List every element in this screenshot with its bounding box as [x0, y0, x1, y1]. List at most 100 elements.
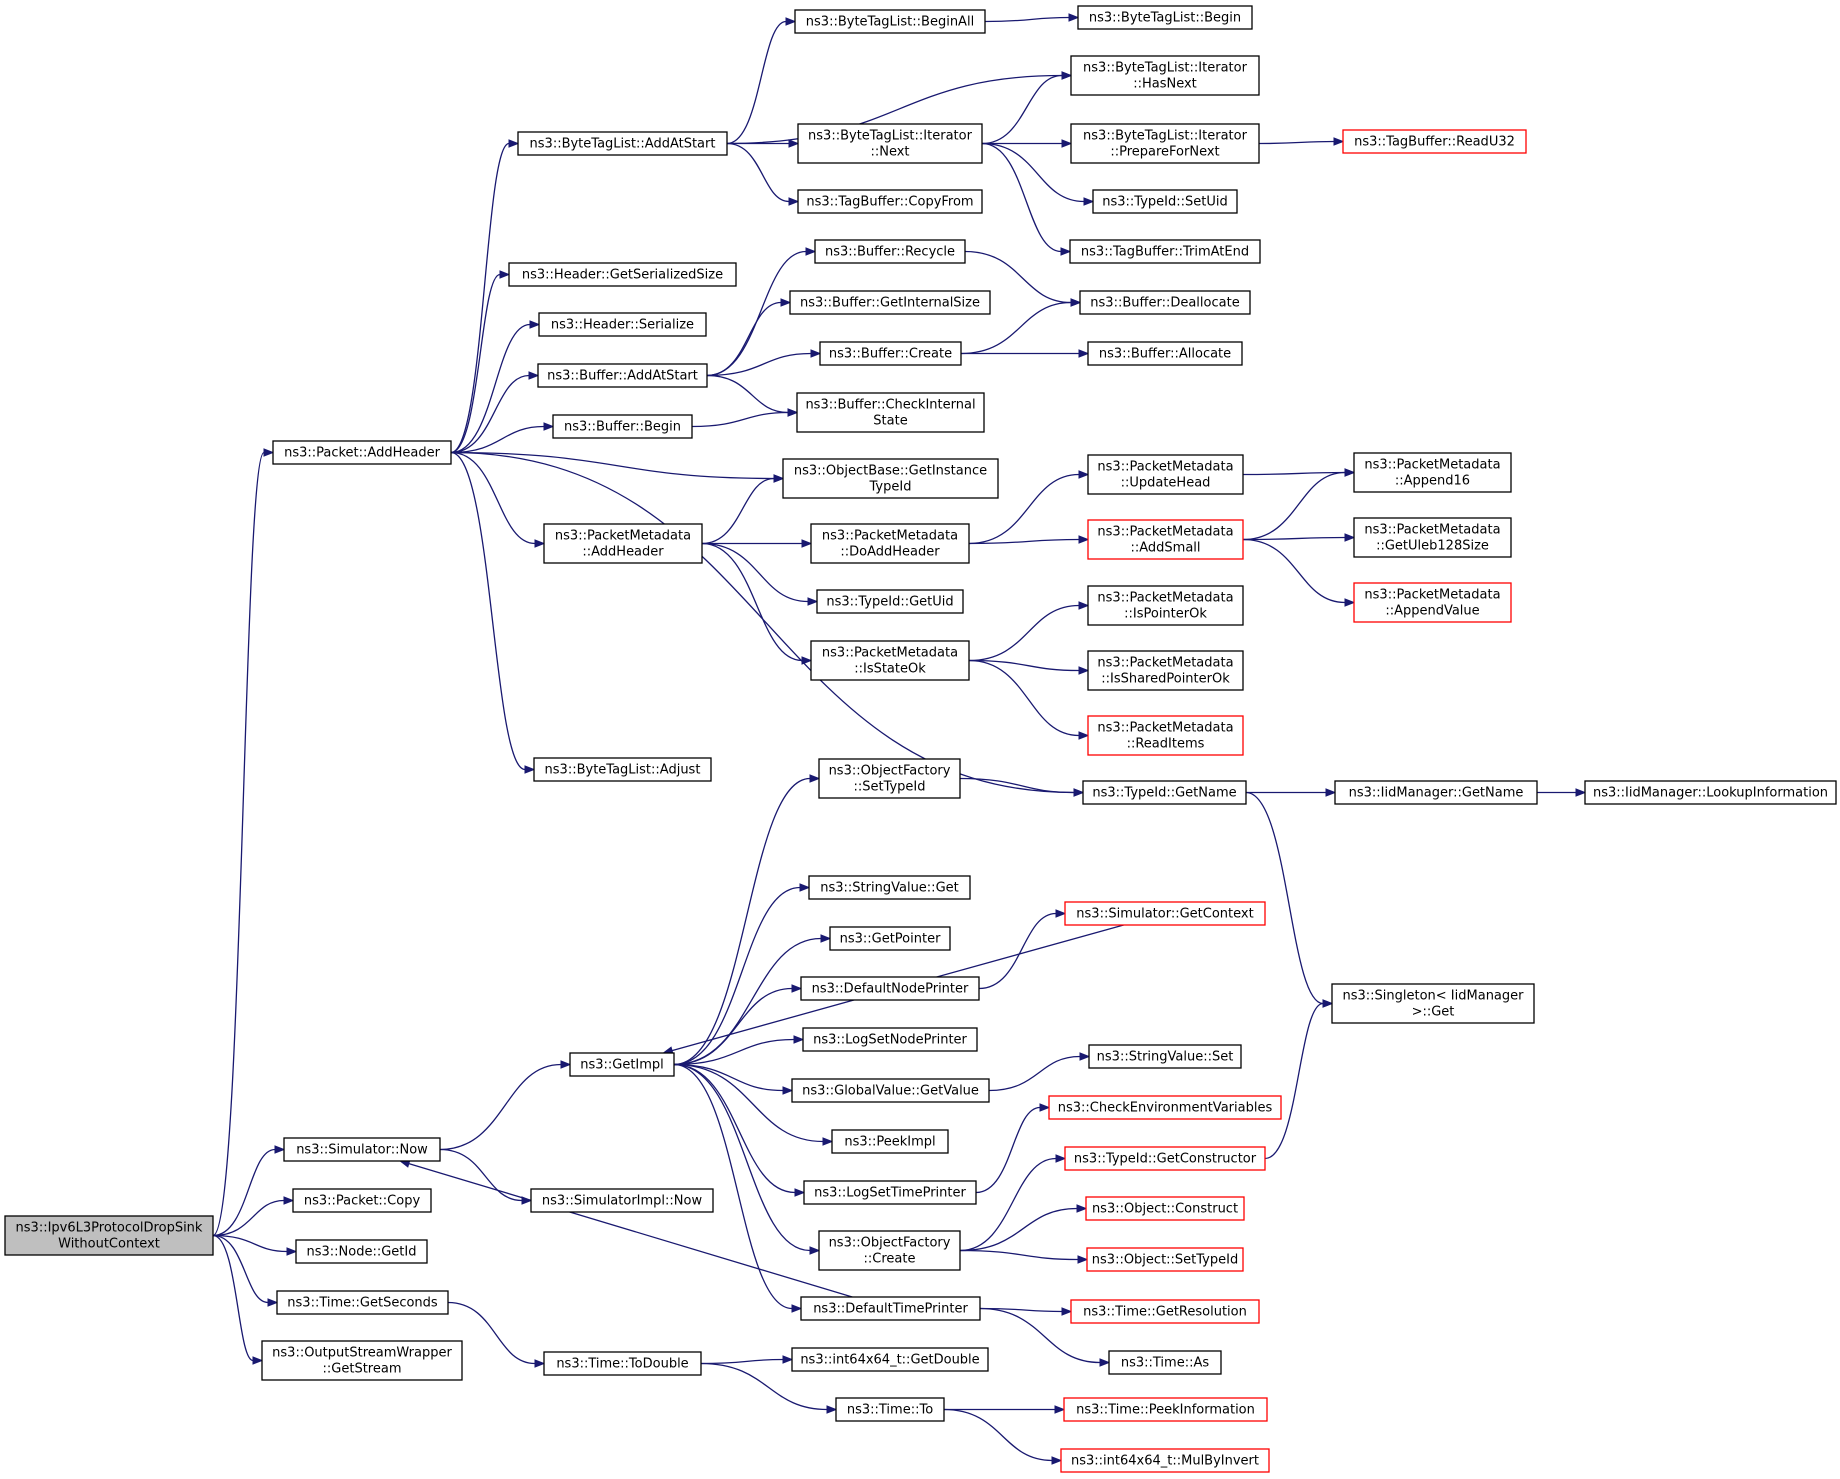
arrow-head-icon: [529, 320, 541, 329]
graph-node-time-getseconds[interactable]: ns3::Time::GetSeconds: [276, 1290, 449, 1315]
graph-node-getimpl[interactable]: ns3::GetImpl: [569, 1052, 675, 1077]
graph-node-logsettimeprinter[interactable]: ns3::LogSetTimePrinter: [803, 1180, 977, 1205]
node-box: [569, 1052, 675, 1077]
graph-node-time-to[interactable]: ns3::Time::To: [835, 1397, 945, 1422]
graph-node-typeid-getconstructor[interactable]: ns3::TypeId::GetConstructor: [1064, 1146, 1266, 1171]
call-edge: [447, 1301, 536, 1365]
arrow-head-icon: [534, 1359, 546, 1368]
graph-node-iidmanager-lookupinformation[interactable]: ns3::IidManager::LookupInformation: [1584, 780, 1837, 805]
graph-node-typeid-setuid[interactable]: ns3::TypeId::SetUid: [1092, 189, 1238, 214]
graph-node-int64-getdouble[interactable]: ns3::int64x64_t::GetDouble: [791, 1347, 989, 1372]
graph-node-pm-updatehead[interactable]: ns3::PacketMetadata::UpdateHead: [1087, 454, 1244, 495]
graph-node-simulator-getcontext[interactable]: ns3::Simulator::GetContext: [1064, 901, 1266, 926]
graph-node-checkenvvars[interactable]: ns3::CheckEnvironmentVariables: [1048, 1095, 1282, 1120]
graph-node-peekimpl[interactable]: ns3::PeekImpl: [831, 1129, 949, 1154]
graph-node-pm-readitems[interactable]: ns3::PacketMetadata::ReadItems: [1087, 715, 1244, 756]
arrow-head-icon: [801, 656, 813, 665]
node-label: ns3::Simulator::Now: [296, 1143, 428, 1158]
graph-node-time-todouble[interactable]: ns3::Time::ToDouble: [543, 1351, 702, 1376]
graph-node-btl-begin[interactable]: ns3::ByteTagList::Begin: [1077, 5, 1253, 30]
graph-node-btl-addatstart[interactable]: ns3::ByteTagList::AddAtStart: [517, 131, 728, 156]
graph-node-osw-getstream[interactable]: ns3::OutputStreamWrapper::GetStream: [261, 1340, 463, 1381]
graph-node-time-getresolution[interactable]: ns3::Time::GetResolution: [1070, 1299, 1260, 1324]
graph-node-stringvalue-get[interactable]: ns3::StringValue::Get: [808, 875, 971, 900]
graph-node-defaulttimeprinter[interactable]: ns3::DefaultTimePrinter: [800, 1296, 981, 1321]
graph-node-globalvalue-getvalue[interactable]: ns3::GlobalValue::GetValue: [791, 1078, 990, 1103]
node-box: [829, 926, 951, 951]
graph-node-btl-beginall[interactable]: ns3::ByteTagList::BeginAll: [794, 9, 986, 34]
node-box: [1092, 189, 1238, 214]
graph-node-node-getid[interactable]: ns3::Node::GetId: [295, 1239, 428, 1264]
node-box: [292, 1188, 432, 1213]
node-label: ::IsSharedPointerOk: [1101, 672, 1230, 687]
graph-node-buffer-deallocate[interactable]: ns3::Buffer::Deallocate: [1079, 290, 1251, 315]
graph-node-stringvalue-set[interactable]: ns3::StringValue::Set: [1088, 1044, 1242, 1069]
graph-node-buffer-begin[interactable]: ns3::Buffer::Begin: [552, 414, 693, 439]
node-box: [1070, 123, 1260, 164]
graph-node-object-settypeid[interactable]: ns3::Object::SetTypeId: [1086, 1247, 1244, 1272]
graph-node-defaultnodeprinter[interactable]: ns3::DefaultNodePrinter: [800, 976, 980, 1001]
graph-node-singleton-get[interactable]: ns3::Singleton< IidManager>::Get: [1331, 983, 1535, 1024]
graph-node-pm-append16[interactable]: ns3::PacketMetadata::Append16: [1353, 452, 1512, 493]
node-box: [1070, 55, 1260, 96]
node-label: ns3::Buffer::Begin: [564, 420, 681, 435]
graph-node-pm-isstateok[interactable]: ns3::PacketMetadata::IsStateOk: [810, 640, 970, 681]
graph-node-packet-addheader[interactable]: ns3::Packet::AddHeader: [272, 440, 452, 465]
graph-node-tagbuffer-copyfrom[interactable]: ns3::TagBuffer::CopyFrom: [797, 189, 983, 214]
graph-node-logsetnodeprinter[interactable]: ns3::LogSetNodePrinter: [802, 1027, 978, 1052]
arrow-head-icon: [1344, 468, 1356, 477]
graph-node-object-construct[interactable]: ns3::Object::Construct: [1085, 1196, 1245, 1221]
graph-node-tagbuffer-trimatend[interactable]: ns3::TagBuffer::TrimAtEnd: [1069, 239, 1261, 264]
graph-node-iidmanager-getname[interactable]: ns3::IidManager::GetName: [1334, 780, 1538, 805]
node-box: [1087, 585, 1244, 626]
node-box: [552, 414, 693, 439]
graph-node-time-as[interactable]: ns3::Time::As: [1108, 1350, 1222, 1375]
node-label: ns3::TagBuffer::ReadU32: [1354, 135, 1515, 150]
graph-node-pm-getuleb128size[interactable]: ns3::PacketMetadata::GetUleb128Size: [1353, 517, 1512, 558]
graph-node-typeid-getuid[interactable]: ns3::TypeId::GetUid: [816, 589, 964, 614]
node-label: ns3::Packet::AddHeader: [284, 446, 440, 461]
graph-node-of-settypeid[interactable]: ns3::ObjectFactory::SetTypeId: [818, 758, 961, 799]
arrow-head-icon: [810, 349, 822, 358]
graph-node-typeid-getname[interactable]: ns3::TypeId::GetName: [1082, 780, 1247, 805]
graph-node-pm-addheader[interactable]: ns3::PacketMetadata::AddHeader: [543, 523, 703, 564]
graph-node-header-serialize[interactable]: ns3::Header::Serialize: [538, 312, 707, 337]
graph-node-buffer-allocate[interactable]: ns3::Buffer::Allocate: [1087, 341, 1243, 366]
graph-node-buffer-getinternalsize[interactable]: ns3::Buffer::GetInternalSize: [789, 290, 991, 315]
arrow-head-icon: [524, 765, 536, 774]
graph-node-pm-doaddheader[interactable]: ns3::PacketMetadata::DoAddHeader: [810, 523, 970, 564]
arrow-head-icon: [794, 1188, 806, 1197]
graph-node-simulator-now[interactable]: ns3::Simulator::Now: [283, 1137, 441, 1162]
graph-node-simimpl-now[interactable]: ns3::SimulatorImpl::Now: [530, 1188, 714, 1213]
graph-node-root[interactable]: ns3::Ipv6L3ProtocolDropSinkWithoutContex…: [4, 1215, 214, 1256]
node-label: ::ReadItems: [1127, 737, 1205, 752]
node-label: ns3::GetPointer: [840, 932, 941, 947]
graph-node-int64-mulbyinvert[interactable]: ns3::int64x64_t::MulByInvert: [1060, 1448, 1270, 1473]
graph-node-btl-iter-hasnext[interactable]: ns3::ByteTagList::Iterator::HasNext: [1070, 55, 1260, 96]
graph-node-time-peekinformation[interactable]: ns3::Time::PeekInformation: [1063, 1397, 1268, 1422]
arrow-head-icon: [286, 1247, 298, 1256]
graph-node-btl-iter-next[interactable]: ns3::ByteTagList::Iterator::Next: [797, 123, 983, 164]
arrow-head-icon: [1061, 139, 1073, 148]
graph-node-buffer-recycle[interactable]: ns3::Buffer::Recycle: [814, 239, 966, 264]
graph-node-pm-addsmall[interactable]: ns3::PacketMetadata::AddSmall: [1087, 519, 1244, 560]
graph-node-buffer-create[interactable]: ns3::Buffer::Create: [819, 341, 962, 366]
graph-node-pm-appendvalue[interactable]: ns3::PacketMetadata::AppendValue: [1353, 582, 1512, 623]
graph-node-pm-issharedpointerok[interactable]: ns3::PacketMetadata::IsSharedPointerOk: [1087, 650, 1244, 691]
graph-node-of-create[interactable]: ns3::ObjectFactory::Create: [818, 1230, 961, 1271]
graph-node-header-getserializedsize[interactable]: ns3::Header::GetSerializedSize: [508, 262, 737, 287]
graph-node-btl-adjust[interactable]: ns3::ByteTagList::Adjust: [533, 757, 712, 782]
graph-node-tagbuffer-readu32[interactable]: ns3::TagBuffer::ReadU32: [1342, 129, 1527, 154]
node-box: [261, 1340, 463, 1381]
graph-node-buffer-addatstart[interactable]: ns3::Buffer::AddAtStart: [537, 363, 708, 388]
graph-node-pm-ispointerok[interactable]: ns3::PacketMetadata::IsPointerOk: [1087, 585, 1244, 626]
graph-node-btl-iter-preparefornext[interactable]: ns3::ByteTagList::Iterator::PrepareForNe…: [1070, 123, 1260, 164]
graph-node-packet-copy[interactable]: ns3::Packet::Copy: [292, 1188, 432, 1213]
node-label: ns3::int64x64_t::GetDouble: [800, 1353, 979, 1368]
graph-node-getpointer[interactable]: ns3::GetPointer: [829, 926, 951, 951]
call-edge: [701, 542, 803, 662]
call-edge: [988, 1055, 1081, 1092]
arrow-head-icon: [791, 1304, 803, 1313]
